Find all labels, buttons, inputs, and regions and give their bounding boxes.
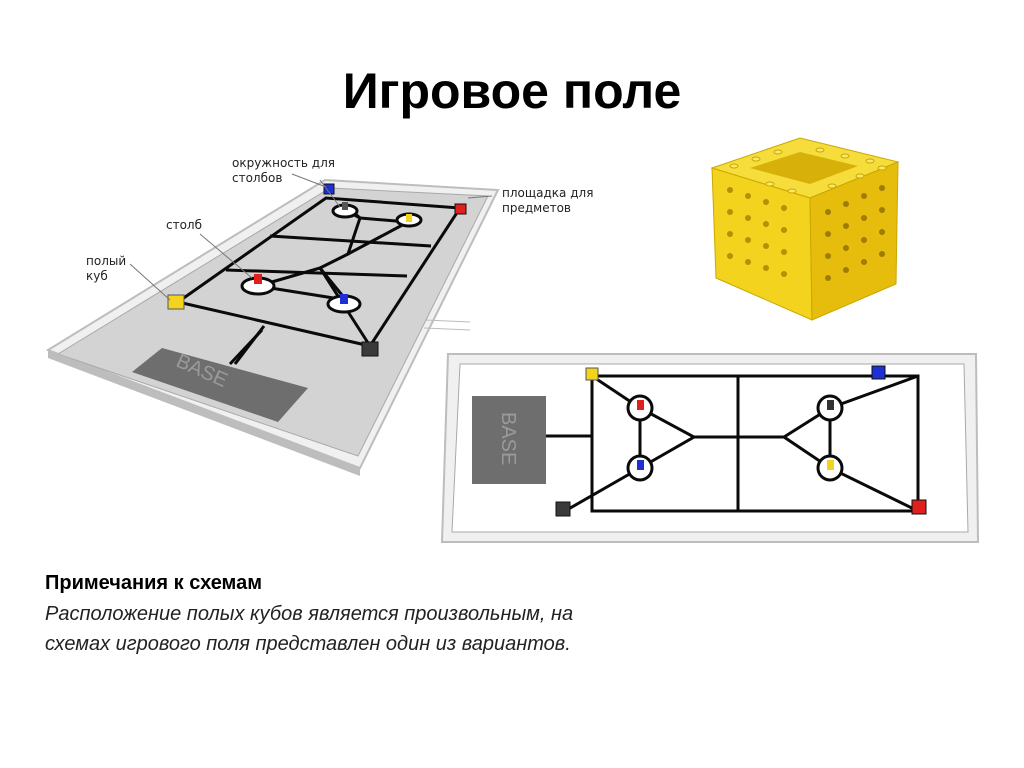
- label-item-platform: площадка для предметов: [502, 186, 594, 215]
- label-pillar: столб: [166, 218, 202, 232]
- cube-blue: [323, 183, 335, 195]
- cube-red-top: [911, 499, 927, 515]
- notes-text: Расположение полых кубов является произв…: [45, 603, 574, 655]
- hollow-cube-yellow: [167, 294, 185, 310]
- pillar-blue-top: [637, 460, 644, 470]
- cube-yellow-top: [585, 367, 599, 381]
- pillar-red: [254, 274, 262, 284]
- pillar-red-top: [637, 400, 644, 410]
- pillar-gray: [342, 202, 348, 210]
- pillar-yellow: [406, 214, 412, 222]
- cube-red: [454, 203, 467, 215]
- pillar-yellow-top: [827, 460, 834, 470]
- slide-title: Игровое поле: [342, 63, 682, 119]
- label-hollow-cube: полый куб: [86, 254, 127, 283]
- cube-blue-top: [871, 365, 886, 380]
- cube-dark-top: [555, 501, 571, 517]
- notes-section: Примечания к схемам Расположение полых к…: [45, 572, 605, 659]
- top-view-field-diagram: BASE: [440, 353, 980, 543]
- pillar-blue: [340, 294, 348, 304]
- cube-dark: [361, 341, 379, 357]
- base-zone-top: BASE: [472, 396, 546, 484]
- callout-lines: [129, 173, 493, 301]
- label-pillar-circle: окружность для столбов: [232, 156, 335, 185]
- base-label-top: BASE: [497, 412, 519, 465]
- pillar-dark-top: [827, 400, 834, 410]
- notes-heading: Примечания к схемам: [45, 572, 263, 594]
- perspective-field-diagram: BASE: [45, 173, 500, 476]
- pillar-circles-perspective: [240, 203, 423, 314]
- hollow-cube-illustration: [710, 137, 900, 321]
